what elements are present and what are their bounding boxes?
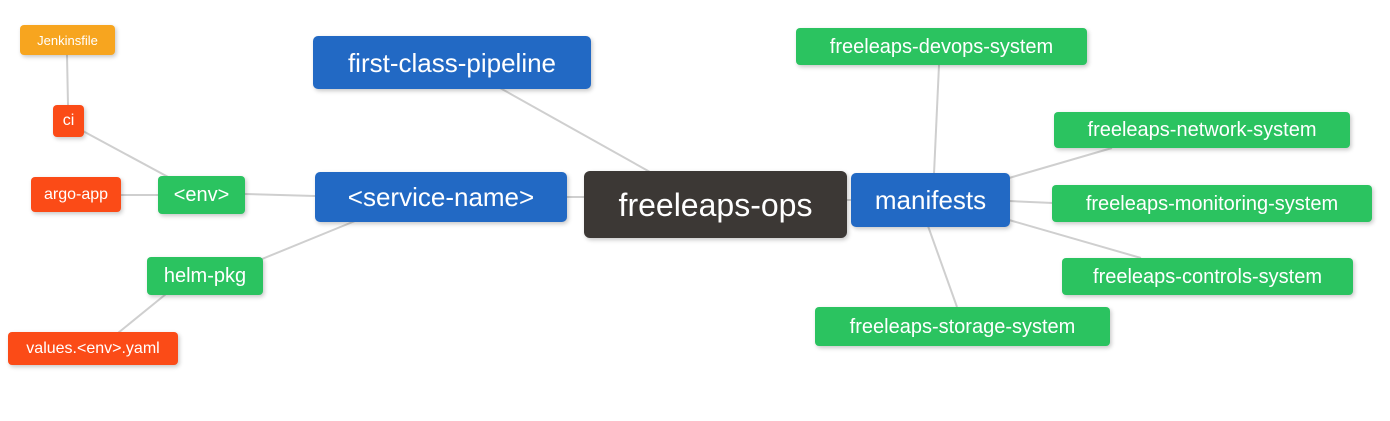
edge-manifests-controls xyxy=(1008,219,1142,259)
node-manifests[interactable]: manifests xyxy=(851,173,1010,227)
edge-jenkinsfile-ci xyxy=(66,54,69,106)
edge-pipeline-root xyxy=(499,87,651,173)
edge-manifests-storage xyxy=(927,225,958,308)
node-freeleaps-controls-system[interactable]: freeleaps-controls-system xyxy=(1062,258,1353,295)
node-freeleaps-devops-system[interactable]: freeleaps-devops-system xyxy=(796,28,1087,65)
edge-manifests-devops xyxy=(933,64,940,175)
edge-helm-pkg-values-yaml xyxy=(117,293,167,334)
node-jenkinsfile[interactable]: Jenkinsfile xyxy=(20,25,115,55)
node-argo-app[interactable]: argo-app xyxy=(31,177,121,212)
node-freeleaps-storage-system[interactable]: freeleaps-storage-system xyxy=(815,307,1110,346)
node-values-env-yaml[interactable]: values.<env>.yaml xyxy=(8,332,178,365)
node-helm-pkg[interactable]: helm-pkg xyxy=(147,257,263,295)
node-freeleaps-network-system[interactable]: freeleaps-network-system xyxy=(1054,112,1350,148)
edge-manifests-monitoring xyxy=(1008,200,1054,204)
node-freeleaps-ops-root[interactable]: freeleaps-ops xyxy=(584,171,847,238)
edge-ci-env xyxy=(80,129,171,179)
node-first-class-pipeline[interactable]: first-class-pipeline xyxy=(313,36,591,89)
edge-service-name-helm-pkg xyxy=(261,220,356,260)
node-env[interactable]: <env> xyxy=(158,176,245,214)
node-freeleaps-monitoring-system[interactable]: freeleaps-monitoring-system xyxy=(1052,185,1372,222)
node-ci[interactable]: ci xyxy=(53,105,84,137)
edge-env-service-name xyxy=(244,193,316,197)
node-service-name[interactable]: <service-name> xyxy=(315,172,567,222)
edge-manifests-network xyxy=(1008,147,1113,179)
